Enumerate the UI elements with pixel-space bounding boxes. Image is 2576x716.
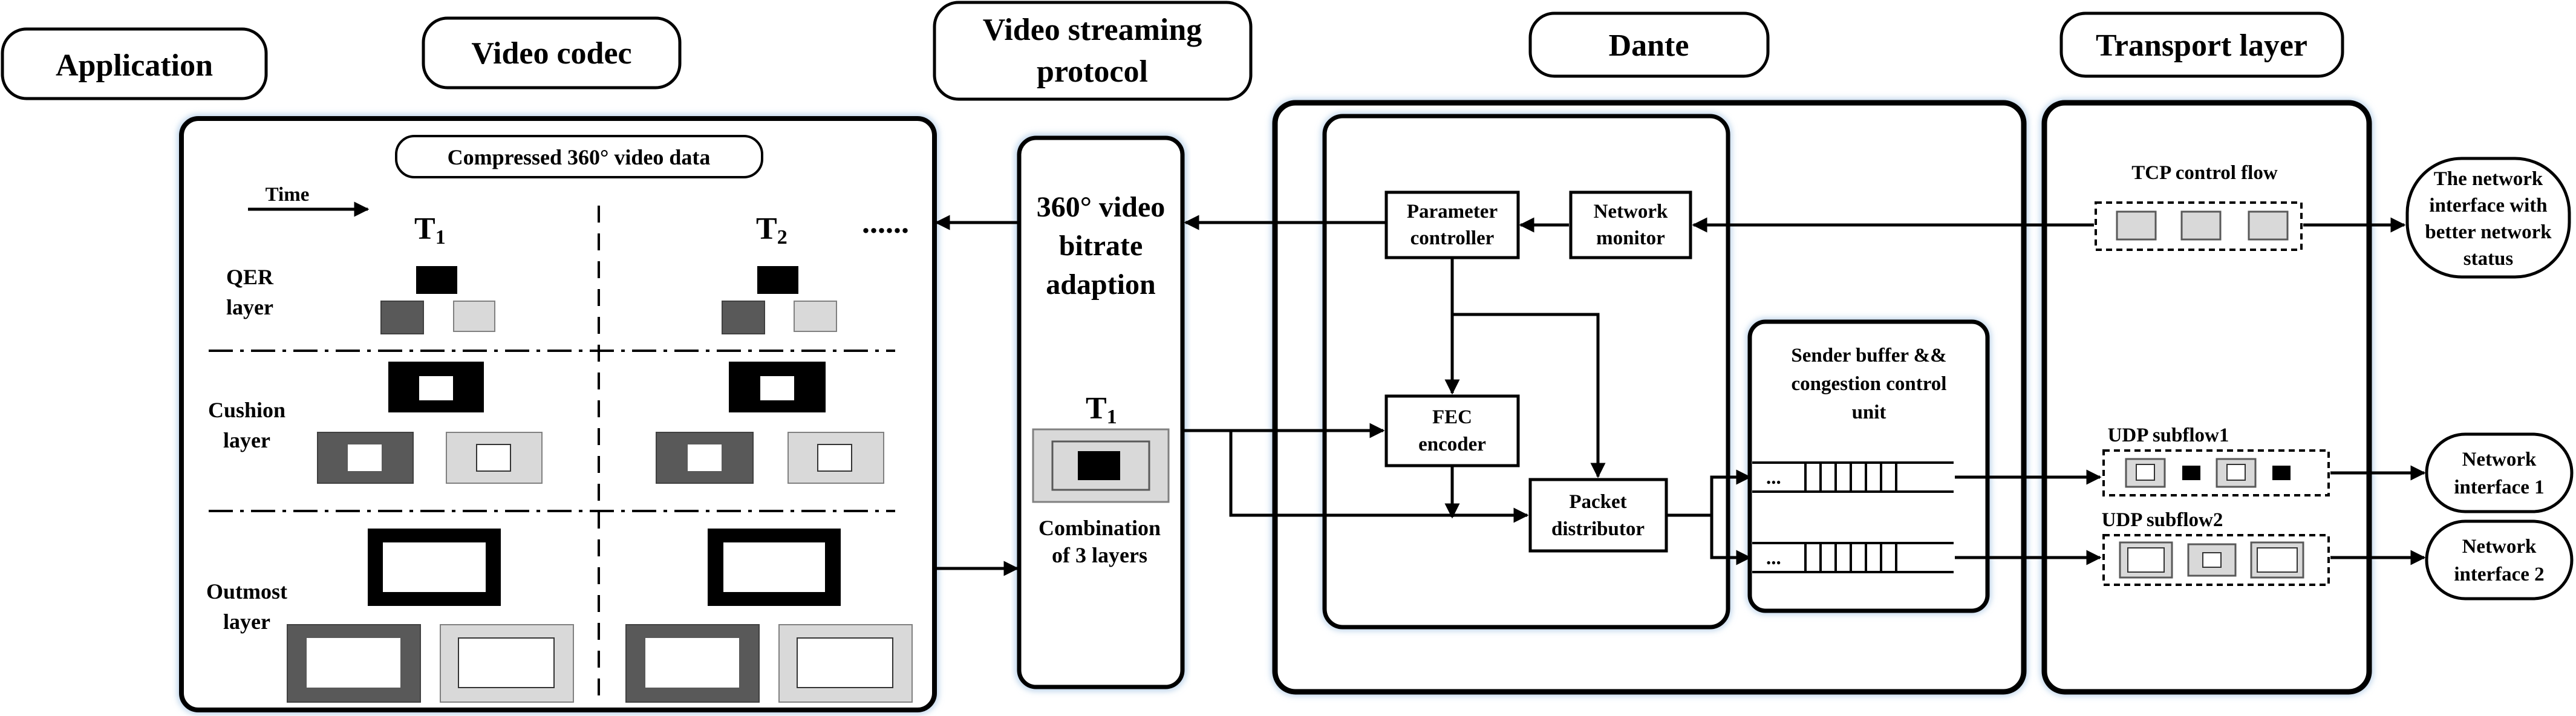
tcp-label: TCP control flow	[2131, 162, 2278, 184]
compressed-data-label: Compressed 360° video data	[448, 145, 711, 169]
qer-layer-label: QER layer	[226, 265, 274, 319]
cushion-layer-label: Cushion layer	[208, 398, 285, 452]
svg-text:FEC: FEC	[1432, 406, 1472, 428]
send-queue-2: ...	[1752, 542, 1954, 573]
compressed-data-label-box: Compressed 360° video data	[395, 135, 763, 178]
adaption-title-line1: 360° video	[1037, 191, 1166, 223]
send-queue-1: ...	[1752, 461, 1954, 493]
arrow-distributor-to-queue1	[1668, 469, 1752, 517]
svg-text:Parameter: Parameter	[1407, 201, 1498, 223]
svg-text:Network: Network	[2462, 536, 2537, 558]
cushion-tiles-t2	[656, 362, 884, 484]
codec-ellipsis: ......	[862, 206, 909, 240]
header-streaming-protocol-line2: protocol	[1037, 54, 1148, 89]
header-streaming-protocol-line1: Video streaming	[983, 13, 1202, 47]
combined-tile-core	[1078, 451, 1120, 480]
svg-text:QER: QER	[226, 265, 274, 289]
udp-subflow-1	[2102, 449, 2330, 496]
arrow-adaption-to-distributor	[1182, 429, 1529, 523]
header-application-label: Application	[56, 48, 213, 83]
adaption-title-line3: adaption	[1046, 268, 1155, 301]
video-codec-panel	[177, 114, 939, 714]
combination-line2: of 3 layers	[1052, 543, 1147, 567]
outmost-tiles-t2	[625, 529, 913, 703]
svg-text:distributor: distributor	[1551, 518, 1645, 540]
udp2-label: UDP subflow2	[2102, 509, 2223, 531]
svg-text:unit: unit	[1852, 402, 1886, 423]
qer-tiles-t1	[380, 266, 495, 334]
better-network-interface: The network interface with better networ…	[2405, 157, 2571, 279]
header-transport-layer-label: Transport layer	[2096, 28, 2307, 63]
qer-tiles-t2	[722, 266, 837, 334]
svg-text:layer: layer	[223, 428, 270, 452]
svg-text:Outmost: Outmost	[206, 579, 287, 604]
network-interface-1: Network interface 1	[2425, 432, 2574, 513]
header-video-codec: Video codec	[422, 16, 682, 90]
fec-encoder-box: FEC encoder	[1384, 394, 1520, 467]
udp1-label: UDP subflow1	[2108, 425, 2229, 446]
header-dante-label: Dante	[1609, 28, 1689, 63]
svg-text:Network: Network	[1594, 201, 1668, 223]
time-axis: Time	[248, 184, 370, 217]
svg-text:better network: better network	[2425, 221, 2552, 243]
svg-text:status: status	[2464, 248, 2514, 270]
adaption-t1-label: T1	[1086, 391, 1117, 428]
parameter-controller-box: Parameter controller	[1384, 190, 1520, 259]
svg-text:...: ...	[1766, 547, 1781, 569]
codec-t1-label: T1	[414, 212, 446, 249]
udp-subflow-2	[2102, 534, 2330, 586]
svg-text:interface with: interface with	[2429, 195, 2547, 216]
svg-text:The network: The network	[2434, 168, 2543, 190]
svg-text:Sender buffer &&: Sender buffer &&	[1791, 345, 1946, 366]
svg-text:...: ...	[1766, 467, 1781, 489]
svg-text:monitor: monitor	[1596, 227, 1665, 249]
arrow-distributor-to-queue2	[1710, 515, 1752, 565]
header-application: Application	[1, 27, 268, 100]
svg-text:interface 2: interface 2	[2454, 564, 2544, 585]
header-transport-layer: Transport layer	[2059, 11, 2344, 78]
bitrate-adaption-panel: 360° video bitrate adaption T1 Combinati…	[1015, 134, 1187, 691]
network-interface-2: Network interface 2	[2425, 519, 2574, 600]
header-video-codec-label: Video codec	[471, 36, 631, 71]
combination-line1: Combination	[1039, 516, 1161, 540]
svg-text:Packet: Packet	[1569, 491, 1626, 513]
tcp-flow	[2095, 201, 2303, 251]
svg-text:layer: layer	[223, 610, 270, 634]
outmost-layer-label: Outmost layer	[206, 579, 287, 634]
svg-text:layer: layer	[226, 295, 273, 319]
codec-t2-label: T2	[756, 212, 787, 249]
transport-panel	[2040, 99, 2373, 696]
svg-text:interface 1: interface 1	[2454, 477, 2544, 498]
time-label: Time	[266, 184, 310, 206]
sender-buffer-panel: Sender buffer && congestion control unit	[1746, 318, 1991, 614]
svg-text:encoder: encoder	[1418, 434, 1486, 455]
cushion-tiles-t1	[317, 362, 543, 484]
adaption-title-line2: bitrate	[1059, 230, 1143, 262]
packet-distributor-box: Packet distributor	[1528, 478, 1668, 553]
svg-text:controller: controller	[1410, 227, 1495, 249]
arrow-controller-to-distributor	[1452, 313, 1606, 478]
network-monitor-box: Network monitor	[1569, 190, 1692, 259]
header-dante: Dante	[1528, 11, 1770, 78]
svg-text:Cushion: Cushion	[208, 398, 285, 422]
header-streaming-protocol: Video streaming protocol	[933, 1, 1253, 101]
outmost-tiles-t1	[287, 529, 574, 703]
svg-text:congestion control: congestion control	[1792, 373, 1947, 395]
svg-text:Network: Network	[2462, 449, 2537, 470]
